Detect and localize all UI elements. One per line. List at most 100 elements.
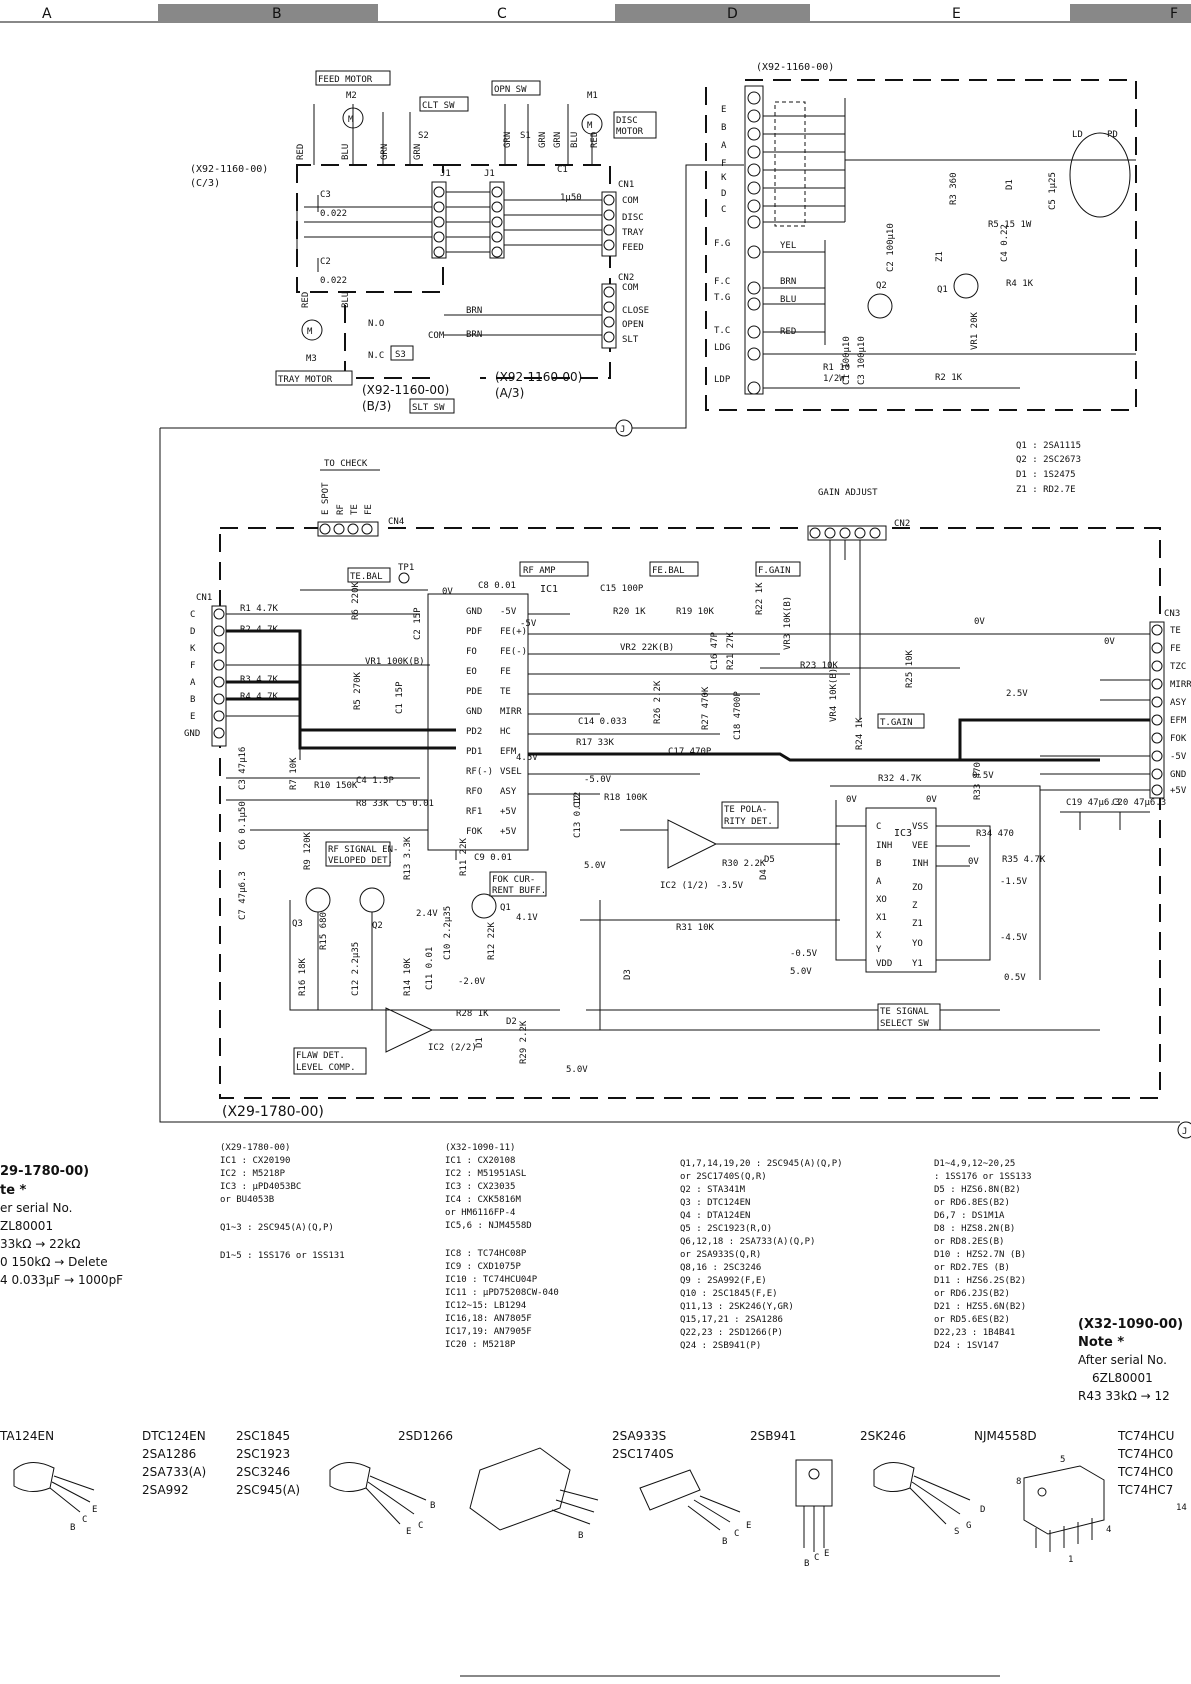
- package-label: TC74HC0: [1117, 1465, 1173, 1479]
- parts-row: Q11,13 : 2SK246(Y,GR): [680, 1302, 794, 1312]
- ic-pin-name: GND: [466, 607, 482, 617]
- cn1-label: CN1: [196, 593, 212, 603]
- motor-m-glyph: M: [348, 115, 354, 125]
- unit-label: (X92-1160-00): [756, 62, 834, 73]
- voltage: -5V: [520, 619, 537, 629]
- parts-row: or RD2.7ES (B): [934, 1263, 1010, 1273]
- ic3-select-switch: [865, 807, 937, 973]
- ic-pin-name: -5V: [500, 607, 517, 617]
- r2-label: R2 1K: [935, 373, 963, 383]
- cn1-label: CN1: [618, 180, 634, 190]
- voltage: 0.5V: [972, 771, 994, 781]
- voltage: -1.5V: [1000, 877, 1028, 887]
- resistor-label: R9 120K: [303, 831, 313, 870]
- resistor-label: R20 1K: [613, 607, 646, 617]
- resistor-label: R29 2.2K: [519, 1020, 529, 1064]
- pickup-board: (X92-1160-00) E B A F K D C LD PD R3 360…: [705, 62, 1137, 495]
- note-line: 6ZL80001: [1092, 1371, 1153, 1385]
- c4-label: C4 0.22: [1000, 224, 1010, 262]
- capacitor-label: C4 1.5P: [356, 776, 395, 786]
- resistor-label: R34 470: [976, 829, 1014, 839]
- note-title: 29-1780-00): [0, 1164, 89, 1179]
- ic-pin-name: YO: [912, 939, 923, 949]
- diode-label: D4: [759, 869, 769, 880]
- ic-pin-name: FO: [466, 647, 477, 657]
- package-label: 2SD1266: [398, 1429, 453, 1443]
- parts-list-x32: (X32-1090-11) IC1 : CX20108 IC2 : M51951…: [445, 1143, 559, 1350]
- resistor-label: R31 10K: [676, 923, 715, 933]
- pin-letter: C: [814, 1553, 819, 1563]
- disc-motor-label-2: MOTOR: [616, 127, 644, 137]
- voltage: 5.0V: [790, 967, 812, 977]
- rf-signal-label-2: VELOPED DET.: [328, 856, 393, 866]
- wire-color: GRN: [413, 144, 423, 160]
- ic2-te-polarity: [667, 819, 718, 869]
- parts-list-x29: (X29-1780-00) IC1 : CX20190 IC2 : M5218P…: [220, 1143, 345, 1261]
- cn3-pins: [1151, 624, 1163, 796]
- parts-row: IC10 : TC74HCU04P: [445, 1275, 538, 1285]
- check-pin: TE: [350, 504, 360, 515]
- tray-motor-label: TRAY MOTOR: [278, 375, 333, 385]
- capacitor-label: C10 2.2μ35: [443, 906, 453, 960]
- ic1-rf-amp: [427, 593, 529, 851]
- note-heading: te *: [0, 1183, 27, 1198]
- voltage: 5.0V: [566, 1065, 588, 1075]
- resistor-label: R25 10K: [905, 649, 915, 688]
- package-label: TA124EN: [0, 1429, 54, 1443]
- cn2-pin: CLOSE: [622, 306, 649, 316]
- ic-pin-name: XO: [876, 895, 887, 905]
- ic3-right-pins: VSS VEE INH ZO Z Z1 YO Y1: [912, 822, 928, 969]
- transistor-q2: [867, 293, 893, 319]
- note-line: 0 150kΩ → Delete: [0, 1255, 108, 1269]
- cn3-pin: GND: [1170, 770, 1186, 780]
- wire-color: BLU: [341, 144, 351, 160]
- cn3-pin: TZC: [1170, 662, 1186, 672]
- pin-number: 14: [1176, 1503, 1187, 1513]
- unit-sublabel: (B/3): [362, 399, 391, 413]
- parts-row: : 1SS176 or 1SS133: [934, 1172, 1032, 1182]
- ic-pin-name: FE(+): [500, 627, 527, 637]
- c5-label: C5 1μ25: [1048, 172, 1058, 210]
- unit-label: (X92-1160-00): [495, 370, 582, 384]
- ic-pin-name: MIRR: [500, 707, 522, 717]
- parts-row: D22,23 : 1B4B41: [934, 1328, 1015, 1338]
- wire-color: GRN: [538, 132, 548, 148]
- resistor-label: R28 1K: [456, 1009, 489, 1019]
- efm-out-thick: [958, 718, 1150, 760]
- mechanism-board: FEED MOTOR M2 M CLT SW S2 OPN SW S1 M1 M…: [160, 70, 744, 437]
- pin-letter: D: [980, 1505, 985, 1515]
- rf-signal-label: RF SIGNAL EN-: [328, 845, 398, 855]
- voltage: -5.0V: [584, 775, 612, 785]
- parts-row: D10 : HZS2.7N (B): [934, 1250, 1026, 1260]
- parts-left-note: 29-1780-00) te * er serial No. ZL80001 3…: [0, 1164, 123, 1287]
- capacitor-label: C11 0.01: [425, 947, 435, 990]
- column-letter: E: [952, 6, 961, 22]
- c3-value: 0.022: [320, 209, 347, 219]
- parts-row: Q1,7,14,19,20 : 2SC945(A)(Q,P): [680, 1159, 843, 1169]
- feed-motor-label: FEED MOTOR: [318, 75, 373, 85]
- resistor-label: R24 1K: [855, 717, 865, 750]
- parts-row: Q24 : 2SB941(P): [680, 1341, 761, 1351]
- test-point: [398, 572, 410, 584]
- rf-amp-board: J TO CHECK E SPOT RF TE FE CN4 GAIN ADJU…: [159, 428, 1191, 1139]
- voltage: 4.5V: [516, 753, 538, 763]
- fok-current-label: FOK CUR-: [492, 875, 535, 885]
- package-label: TC74HCU: [1117, 1429, 1174, 1443]
- resistor-label: R4 4.7K: [240, 692, 279, 702]
- note-line: er serial No.: [0, 1201, 72, 1215]
- parts-row: IC1 : CX20108: [445, 1156, 515, 1166]
- resistor-label: R10 150K: [314, 781, 358, 791]
- parts-row: Q9 : 2SA992(F,E): [680, 1276, 767, 1286]
- parts-title: (X32-1090-11): [445, 1143, 515, 1153]
- c2-value: 0.022: [320, 276, 347, 286]
- ic-pin-name: RFO: [466, 787, 482, 797]
- resistor-label: R35 4.7K: [1002, 855, 1046, 865]
- parts-row: Q2 : STA341M: [680, 1185, 746, 1195]
- ic-pin-name: VEE: [912, 841, 928, 851]
- c2-label: C2: [320, 257, 331, 267]
- f-gain-label: F.GAIN: [758, 566, 791, 576]
- ic3-left-pins: C INH B A XO X1 X Y VDD: [876, 822, 892, 969]
- capacitor-label: C5 0.01: [396, 799, 434, 809]
- cn1-pin: TRAY: [622, 228, 644, 238]
- resistor-label: R15 680: [319, 912, 329, 950]
